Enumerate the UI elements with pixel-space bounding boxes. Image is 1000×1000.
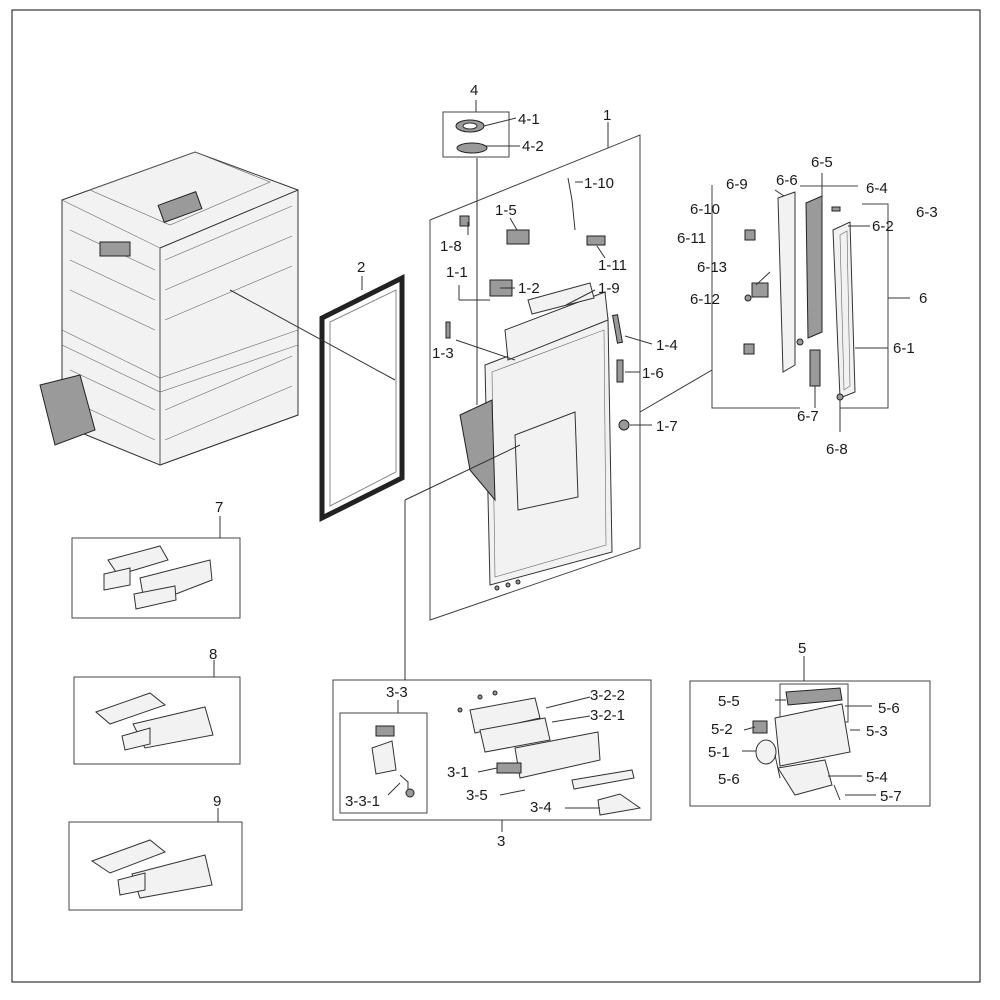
box-8	[73, 676, 241, 765]
callout-1-10: 1-10	[584, 175, 614, 192]
door-strip-parts	[743, 191, 856, 401]
callout-5-3: 5-3	[866, 723, 888, 740]
callout-5-6-top: 5-6	[878, 700, 900, 717]
callout-5-6-bottom: 5-6	[718, 771, 740, 788]
callout-1-1: 1-1	[446, 264, 468, 281]
group-6-boundary	[711, 185, 889, 409]
box-3	[332, 679, 652, 821]
callout-3-3-1: 3-3-1	[345, 793, 380, 810]
callout-3-2-1: 3-2-1	[590, 707, 625, 724]
box-9	[68, 821, 243, 911]
callout-6-6: 6-6	[776, 172, 798, 189]
callout-5-7: 5-7	[880, 788, 902, 805]
callout-6-12: 6-12	[690, 291, 720, 308]
box-7	[71, 537, 241, 619]
callout-3: 3	[497, 833, 505, 850]
box-5-leader-lines	[742, 699, 876, 796]
callout-1-7: 1-7	[656, 418, 678, 435]
callout-6-9: 6-9	[726, 176, 748, 193]
group-6-leader-lines	[639, 173, 888, 432]
callout-1-2: 1-2	[518, 280, 540, 297]
callout-5-2: 5-2	[711, 721, 733, 738]
callout-3-5: 3-5	[466, 787, 488, 804]
callout-labels: 4 4-1 4-2 1 1-10 1-5 1-8 1-11 1-1 1-2 1-…	[209, 82, 938, 850]
callout-1-3: 1-3	[432, 345, 454, 362]
part-8-bin	[95, 692, 214, 751]
callout-6-4: 6-4	[866, 180, 888, 197]
part-4-1	[455, 119, 485, 133]
callout-6-2: 6-2	[872, 218, 894, 235]
callout-1-6: 1-6	[642, 365, 664, 382]
callout-6-8: 6-8	[826, 441, 848, 458]
callout-1-5: 1-5	[495, 202, 517, 219]
callout-6-11: 6-11	[677, 230, 706, 247]
gasket-leader	[229, 289, 396, 381]
box-3-3	[339, 712, 428, 814]
door-small-parts	[445, 177, 606, 339]
callout-1-9: 1-9	[598, 280, 620, 297]
callout-4-1: 4-1	[518, 111, 540, 128]
callout-1-8: 1-8	[440, 238, 462, 255]
ice-maker-parts	[752, 687, 851, 801]
part-7-bin	[103, 545, 213, 610]
callout-6-5: 6-5	[811, 154, 833, 171]
callout-6-10: 6-10	[690, 201, 720, 218]
callout-1-11: 1-11	[598, 257, 627, 274]
callout-5-1: 5-1	[708, 744, 730, 761]
callout-5-5: 5-5	[718, 693, 740, 710]
callout-7: 7	[215, 499, 223, 516]
part-9-bin	[90, 839, 213, 899]
diagram-frame	[11, 9, 981, 983]
callout-6-7: 6-7	[797, 408, 819, 425]
callout-3-2-2: 3-2-2	[590, 687, 625, 704]
callout-9: 9	[213, 793, 221, 810]
callout-6: 6	[919, 290, 927, 307]
callout-3-1: 3-1	[447, 764, 469, 781]
callout-8: 8	[209, 646, 217, 663]
door-leader-lines	[455, 181, 653, 426]
callout-6-1: 6-1	[893, 340, 915, 357]
box-5	[689, 680, 931, 807]
door-assembly-boundary	[429, 134, 641, 621]
callout-1: 1	[603, 107, 611, 124]
box-3-leader-lines	[387, 696, 600, 809]
callout-4: 4	[470, 82, 478, 99]
part-4-2	[456, 142, 488, 154]
callout-2: 2	[357, 259, 365, 276]
callout-6-3: 6-3	[916, 204, 938, 221]
callout-4-2: 4-2	[522, 138, 544, 155]
callout-1-4: 1-4	[656, 337, 678, 354]
door-gasket	[319, 273, 405, 523]
refrigerator-cabinet	[39, 151, 299, 466]
callout-5: 5	[798, 640, 806, 657]
dispenser-parts	[371, 690, 642, 816]
callout-3-3: 3-3	[386, 684, 408, 701]
door-panel	[459, 291, 630, 591]
callout-6-13: 6-13	[697, 259, 727, 276]
callout-3-4: 3-4	[530, 799, 552, 816]
callout-5-4: 5-4	[866, 769, 888, 786]
